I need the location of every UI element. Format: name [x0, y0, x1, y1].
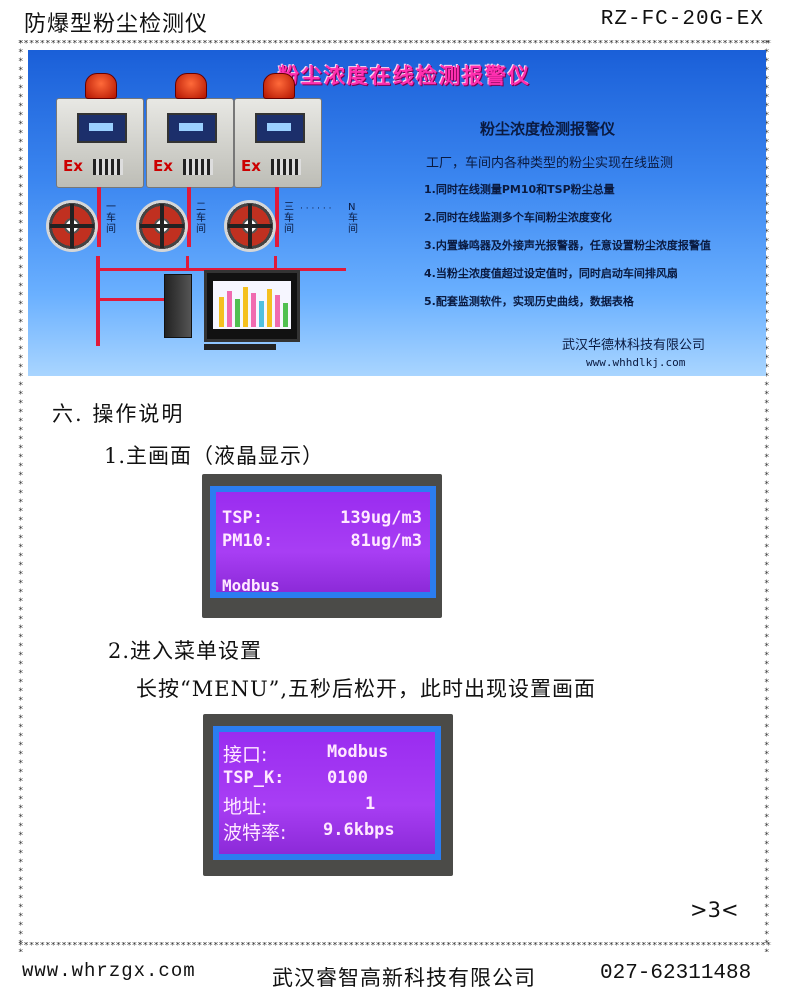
keyboard-icon: [204, 344, 276, 350]
workshop-ellipsis: · · · · · ·: [300, 204, 332, 214]
section-title: 六. 操作说明: [52, 402, 185, 426]
lcd-interface-label: 接口:: [223, 744, 268, 766]
wire: [96, 268, 346, 271]
workshop-label-3: 三车间: [284, 202, 294, 235]
footer-company: 武汉睿智高新科技有限公司: [272, 966, 536, 990]
wire: [186, 256, 189, 270]
page-number: >3<: [690, 898, 739, 922]
border-left: ****************************************…: [18, 40, 24, 952]
banner-title: 粉尘浓度在线检测报警仪: [278, 64, 531, 88]
step-2-heading: 2.进入菜单设置: [108, 639, 263, 663]
cable-line: [187, 187, 191, 247]
lcd-address-label: 地址:: [223, 796, 268, 818]
lcd-pm10-label: PM10:: [222, 531, 274, 551]
monitor-icon: [204, 270, 300, 342]
feature-item: 5.配套监测软件，实现历史曲线，数据表格: [424, 295, 634, 308]
cable-line: [275, 187, 279, 247]
detector-unit-1: Ex: [56, 73, 144, 247]
cable-line: [97, 187, 101, 247]
border-bottom: ****************************************…: [18, 942, 772, 951]
exhaust-fan-icon: [136, 200, 188, 252]
lcd-pm10-value: 81ug/m3: [350, 531, 422, 551]
lcd-baud-label: 波特率:: [223, 822, 287, 844]
detector-screen: [167, 113, 217, 143]
wire: [96, 256, 100, 346]
lcd-interface-value: Modbus: [327, 742, 389, 762]
feature-item: 4.当粉尘浓度值超过设定值时，同时启动车间排风扇: [424, 267, 678, 280]
wire: [274, 256, 277, 270]
workshop-label-1: 一车间: [106, 202, 116, 235]
decorative-border: ****************************************…: [18, 40, 772, 952]
feature-list: 1.同时在线测量PM10和TSP粉尘总量 2.同时在线监测多个车间粉尘浓度变化 …: [424, 182, 711, 322]
terminal-strip: [93, 159, 123, 175]
detector-unit-3: Ex: [234, 73, 322, 247]
ex-mark: Ex: [153, 157, 173, 175]
software-chart-icon: [213, 281, 291, 329]
lcd-baud-value: 9.6kbps: [323, 820, 395, 840]
header-model: RZ-FC-20G-EX: [600, 8, 764, 31]
banner-url: www.whhdlkj.com: [586, 356, 686, 369]
alarm-lamp-icon: [175, 73, 207, 99]
border-right: ****************************************…: [764, 40, 770, 952]
alarm-lamp-icon: [85, 73, 117, 99]
workshop-label-2: 二车间: [196, 202, 206, 235]
detector-screen: [77, 113, 127, 143]
lcd-address-value: 1: [365, 794, 376, 814]
feature-item: 2.同时在线监测多个车间粉尘浓度变化: [424, 211, 612, 224]
border-top: ****************************************…: [18, 40, 772, 49]
lcd-main-photo: TSP: 139ug/m3 PM10: 81ug/m3 Modbus: [202, 474, 442, 618]
alarm-lamp-icon: [263, 73, 295, 99]
feature-item: 1.同时在线测量PM10和TSP粉尘总量: [424, 183, 615, 196]
detector-screen: [255, 113, 305, 143]
exhaust-fan-icon: [224, 200, 276, 252]
banner-intro: 工厂，车间内各种类型的粉尘实现在线监测: [426, 156, 674, 171]
pc-tower-icon: [164, 274, 192, 338]
footer-phone: 027-62311488: [600, 962, 752, 985]
lcd-tspk-label: TSP_K:: [223, 768, 285, 788]
product-banner: 粉尘浓度在线检测报警仪 Ex Ex Ex 一车间 二车间 三车间 · · · ·…: [28, 50, 766, 376]
lcd-tsp-label: TSP:: [222, 508, 263, 528]
workshop-label-n: N车间: [348, 202, 358, 235]
wire: [96, 298, 166, 301]
detector-unit-2: Ex: [146, 73, 234, 247]
feature-item: 3.内置蜂鸣器及外接声光报警器，任意设置粉尘浓度报警值: [424, 239, 711, 252]
terminal-strip: [183, 159, 213, 175]
banner-company: 武汉华德林科技有限公司: [562, 338, 706, 353]
banner-subtitle: 粉尘浓度检测报警仪: [480, 120, 616, 138]
menu-instruction: 长按“MENU”,五秒后松开，此时出现设置画面: [136, 677, 597, 701]
step-1-heading: 1.主画面（液晶显示）: [104, 444, 325, 468]
lcd-tspk-value: 0100: [327, 768, 368, 788]
ex-mark: Ex: [241, 157, 261, 175]
lcd-protocol: Modbus: [222, 576, 280, 595]
lcd-main-screen: TSP: 139ug/m3 PM10: 81ug/m3 Modbus: [210, 486, 436, 598]
lcd-menu-screen: 接口: Modbus TSP_K: 0100 地址: 1 波特率: 9.6kbp…: [213, 726, 441, 860]
footer-url: www.whrzgx.com: [22, 960, 196, 982]
lcd-tsp-value: 139ug/m3: [340, 508, 422, 528]
header-title: 防爆型粉尘检测仪: [24, 12, 209, 37]
ex-mark: Ex: [63, 157, 83, 175]
exhaust-fan-icon: [46, 200, 98, 252]
terminal-strip: [271, 159, 301, 175]
lcd-menu-photo: 接口: Modbus TSP_K: 0100 地址: 1 波特率: 9.6kbp…: [203, 714, 453, 876]
